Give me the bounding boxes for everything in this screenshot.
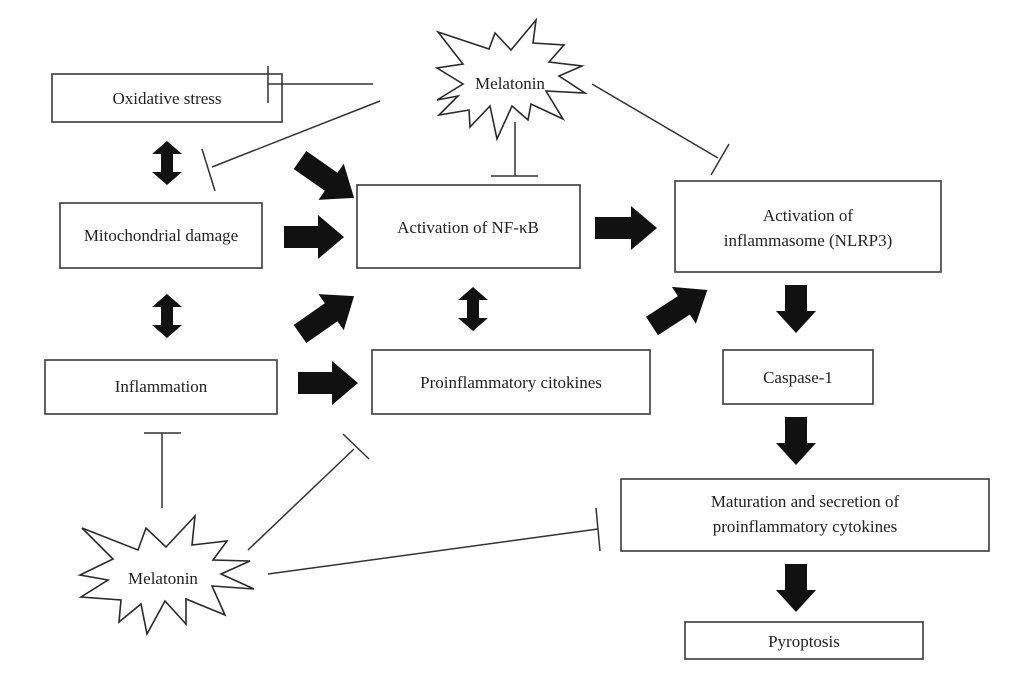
inhibit-bar (342, 433, 370, 460)
inhibit-melatonin-oxidative-stress (267, 66, 373, 103)
node-maturation: Maturation and secretion of proinflammat… (620, 478, 990, 552)
arrow-nfkb-citokines-bidirectional-icon (458, 287, 488, 331)
node-maturation-label-line2: proinflammatory cytokines (713, 517, 898, 536)
arrow-oxidative-mitochondrial-bidirectional-icon (152, 141, 182, 185)
node-caspase1-box (722, 349, 874, 405)
melatonin-burst-bottom: Melatonin (77, 513, 255, 637)
node-nfkb: Activation of NF-κB (356, 184, 581, 269)
arrow-nlrp3-to-caspase-icon (776, 285, 816, 333)
inhibit-bar (710, 143, 730, 176)
node-mitochondrial-damage-label: Mitochondrial damage (84, 226, 238, 245)
inhibit-melatonin-maturation (267, 507, 601, 575)
inhibit-line (591, 83, 719, 159)
arrow-oxidative-to-nfkb-icon (293, 150, 355, 200)
arrow-citokines-to-nlrp3-icon (646, 286, 708, 336)
node-nfkb-box (356, 184, 581, 269)
arrow-caspase-to-maturation-icon (776, 417, 816, 465)
node-proinflammatory-citokines-label: Proinflammatory citokines (420, 373, 602, 392)
node-proinflammatory-citokines: Proinflammatory citokines (371, 349, 651, 415)
arrow-nfkb-to-nlrp3-icon (595, 206, 657, 250)
burst-shape-icon (434, 17, 588, 142)
node-oxidative-stress-box (51, 73, 283, 123)
node-nlrp3-box (674, 180, 942, 273)
node-nlrp3-label-line1: Activation of (763, 206, 854, 225)
melatonin-bottom-label: Melatonin (128, 569, 198, 588)
node-caspase1-label: Caspase-1 (763, 368, 833, 387)
node-pyroptosis-label: Pyroptosis (768, 632, 840, 651)
node-oxidative-stress-label: Oxidative stress (112, 89, 221, 108)
node-maturation-box (620, 478, 990, 552)
node-caspase1: Caspase-1 (722, 349, 874, 405)
node-inflammation: Inflammation (44, 359, 278, 415)
arrow-inflammation-to-nfkb-icon (293, 294, 355, 344)
melatonin-top-label: Melatonin (475, 74, 545, 93)
node-inflammation-box (44, 359, 278, 415)
node-inflammation-label: Inflammation (115, 377, 208, 396)
inhibit-line (267, 528, 599, 575)
node-proinflammatory-citokines-box (371, 349, 651, 415)
arrow-mitochondrial-to-nfkb-icon (284, 215, 344, 259)
node-nlrp3: Activation of inflammasome (NLRP3) (674, 180, 942, 273)
inhibit-bar (201, 148, 216, 192)
arrow-maturation-to-pyroptosis-icon (776, 564, 816, 612)
node-pyroptosis-box (684, 621, 924, 660)
inhibit-melatonin-mitochondrial (201, 100, 381, 192)
arrow-inflammation-to-citokines-icon (298, 361, 358, 405)
inhibit-line (211, 100, 381, 168)
arrow-mitochondrial-inflammation-bidirectional-icon (152, 294, 182, 338)
node-mitochondrial-damage-box (59, 202, 263, 269)
inhibit-line (247, 448, 355, 551)
node-oxidative-stress: Oxidative stress (51, 73, 283, 123)
node-nlrp3-label-line2: inflammasome (NLRP3) (724, 231, 893, 250)
inhibit-melatonin-inflammation (144, 432, 181, 508)
inhibit-bar (595, 507, 601, 552)
inhibit-melatonin-nlrp3 (591, 83, 730, 176)
node-mitochondrial-damage: Mitochondrial damage (59, 202, 263, 269)
inhibit-melatonin-citokines (247, 433, 370, 551)
node-nfkb-label: Activation of NF-κB (397, 218, 539, 237)
inhibit-melatonin-nfkb (491, 122, 538, 177)
burst-shape-icon (77, 513, 255, 637)
node-maturation-label-line1: Maturation and secretion of (711, 492, 900, 511)
node-pyroptosis: Pyroptosis (684, 621, 924, 660)
melatonin-burst-top: Melatonin (434, 17, 588, 142)
